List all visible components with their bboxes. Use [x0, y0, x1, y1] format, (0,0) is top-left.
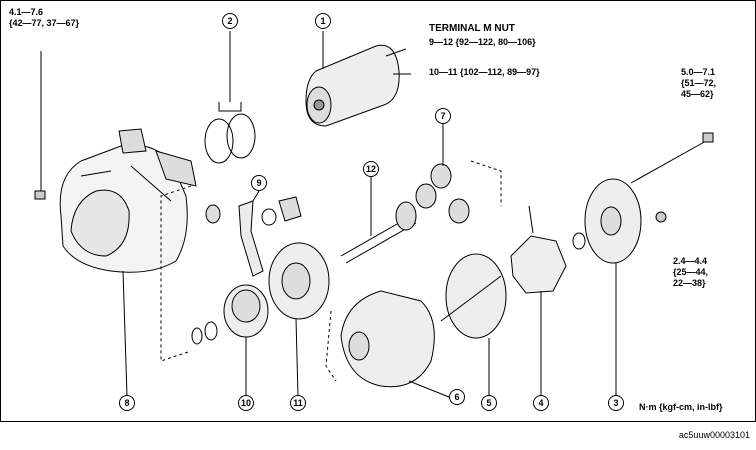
housing-bolt-drawing [34, 51, 46, 200]
assembly-guide-lines [160, 160, 502, 382]
planetary-gears-drawing [415, 124, 470, 224]
brush-holder-drawing [510, 205, 567, 397]
callout-3: 3 [608, 395, 624, 411]
callout-1: 1 [315, 13, 331, 29]
terminal-b-nut-torque: 10—11 {102—112, 89—97} [429, 67, 540, 77]
diagram-frame: 4.1—7.6{42—77, 37—67} TERMINAL M NUT 9—1… [0, 0, 756, 422]
torque-label-through-bolt: 5.0—7.1{51—72,45—62} [681, 67, 717, 99]
torque-label-brush-screw: 2.4—4.4{25—44,22—38} [673, 256, 709, 288]
planetary-shaft-drawing [340, 176, 417, 264]
figure-code: ac5uuw00003101 [678, 430, 750, 440]
starter-exploded-view [34, 31, 714, 398]
gear-housing-drawing [268, 242, 330, 320]
callout-5: 5 [481, 395, 497, 411]
armature-drawing [440, 253, 507, 397]
callout-6: 6 [449, 389, 465, 405]
starter-housing-drawing [59, 128, 197, 273]
callout-4: 4 [533, 395, 549, 411]
callout-7: 7 [435, 108, 451, 124]
torque-label-housing-bolt: 4.1—7.6{42—77, 37—67} [9, 7, 80, 28]
yoke-drawing [340, 290, 450, 398]
callout-9: 9 [251, 175, 267, 191]
callout-10: 10 [238, 395, 254, 411]
overrunning-clutch-drawing [191, 284, 269, 345]
rear-cover-drawing [572, 178, 642, 397]
terminal-m-nut-torque: 9—12 {92—122, 80—106} [429, 37, 536, 47]
solenoid-drawing [305, 44, 411, 127]
units-note: N·m {kgf-cm, in-lbf} [639, 402, 723, 412]
drive-lever-drawing [205, 196, 302, 277]
callout-2: 2 [222, 13, 238, 29]
callout-8: 8 [119, 395, 135, 411]
callout-11: 11 [290, 395, 306, 411]
terminal-m-nut-title: TERMINAL M NUT [429, 23, 515, 34]
through-bolt-drawing [630, 132, 714, 223]
gasket-plates-drawing [204, 31, 256, 164]
callout-12: 12 [363, 161, 379, 177]
